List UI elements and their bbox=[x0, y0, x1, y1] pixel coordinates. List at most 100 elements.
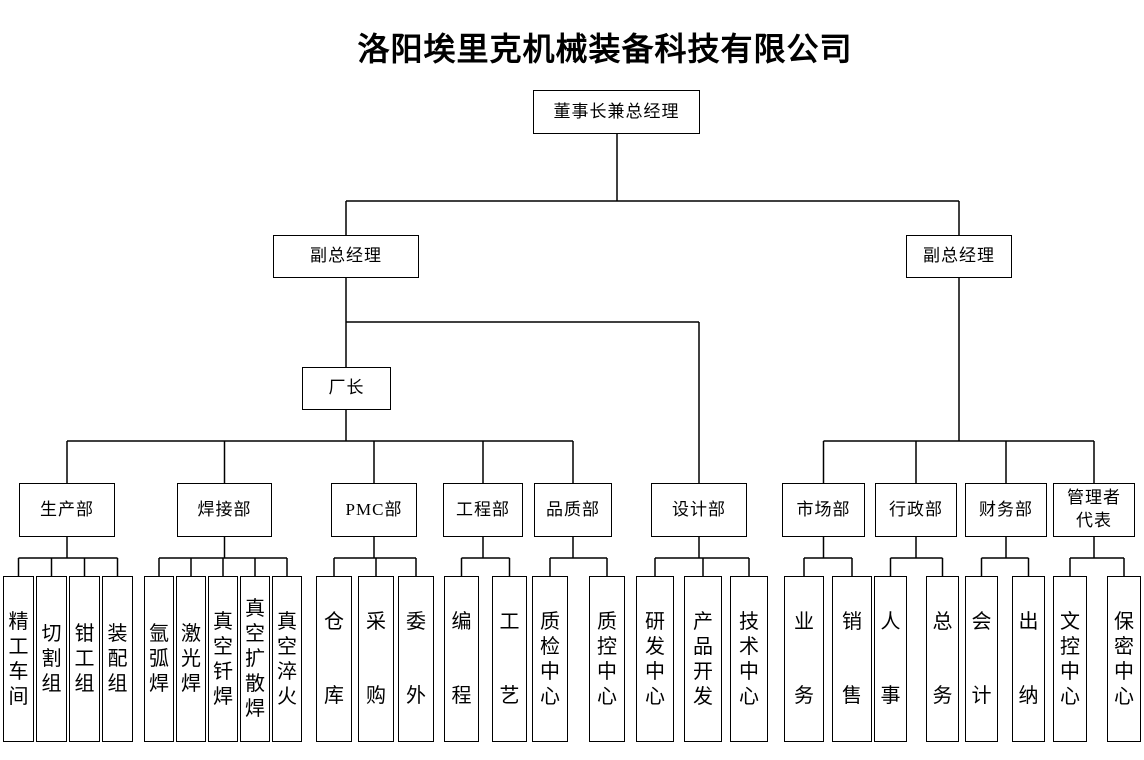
org-node-label: 财务部 bbox=[979, 499, 1033, 519]
org-node-label: 副总经理 bbox=[310, 246, 382, 266]
org-node-product-development: 产品开发 bbox=[684, 576, 722, 742]
vertical-label-char: 业 bbox=[794, 611, 814, 633]
vertical-label-char: 焊 bbox=[149, 673, 169, 695]
vertical-label-char: 心 bbox=[1114, 685, 1134, 708]
org-node-laser-welding: 激光焊 bbox=[176, 576, 206, 742]
org-node-outsourcing: 委外 bbox=[398, 576, 434, 742]
vertical-label-char: 切 bbox=[41, 623, 62, 645]
org-node-finance-dept: 财务部 bbox=[965, 483, 1047, 537]
vertical-label-char: 中 bbox=[1060, 660, 1080, 683]
vertical-label-char: 真 bbox=[213, 610, 233, 633]
org-node-label: 生产部 bbox=[40, 499, 94, 519]
org-node-warehouse: 仓库 bbox=[316, 576, 352, 742]
org-node-cashier: 出纳 bbox=[1012, 576, 1045, 742]
vertical-label-char: 配 bbox=[107, 648, 128, 670]
org-node-document-control-center: 文控中心 bbox=[1053, 576, 1087, 742]
org-node-assembly-group: 装配组 bbox=[102, 576, 133, 742]
org-node-label: 设计部 bbox=[672, 499, 726, 519]
vertical-label-char: 工 bbox=[8, 635, 29, 658]
vertical-label-char: 质 bbox=[597, 610, 617, 633]
org-node-label: 品质部 bbox=[546, 499, 600, 519]
vertical-label-char: 真 bbox=[245, 598, 265, 620]
vertical-label-char: 空 bbox=[213, 635, 233, 658]
vertical-label-char: 务 bbox=[794, 685, 814, 707]
vertical-label-char: 弧 bbox=[149, 648, 169, 670]
vertical-label-char: 研 bbox=[645, 610, 665, 633]
vertical-label-char: 散 bbox=[245, 673, 265, 695]
org-node-argon-arc-welding: 氩弧焊 bbox=[144, 576, 174, 742]
vertical-label-char: 外 bbox=[406, 685, 426, 707]
vertical-label-char: 淬 bbox=[277, 660, 297, 683]
org-node-label: PMC部 bbox=[345, 499, 403, 519]
vertical-label-char: 心 bbox=[645, 685, 665, 708]
vertical-label-char: 精 bbox=[8, 610, 29, 633]
org-node-quality-inspection-center: 质检中心 bbox=[532, 576, 568, 742]
org-node-vacuum-brazing: 真空钎焊 bbox=[208, 576, 238, 742]
vertical-label-char: 销 bbox=[842, 611, 862, 633]
vertical-label-char: 会 bbox=[971, 611, 992, 633]
vertical-label-char: 密 bbox=[1114, 635, 1134, 658]
vertical-label-char: 控 bbox=[597, 635, 617, 658]
vertical-label-char: 组 bbox=[74, 673, 95, 695]
org-node-rd-center: 研发中心 bbox=[636, 576, 674, 742]
vertical-label-char: 检 bbox=[540, 635, 560, 658]
vertical-label-char: 出 bbox=[1018, 611, 1039, 633]
org-node-technology-center: 技术中心 bbox=[730, 576, 768, 742]
vertical-label-char: 空 bbox=[277, 635, 297, 658]
vertical-label-char: 工 bbox=[74, 648, 95, 670]
vertical-label-char: 焊 bbox=[245, 698, 265, 720]
vertical-label-char: 组 bbox=[107, 673, 128, 695]
vertical-label-char: 库 bbox=[324, 685, 344, 707]
vertical-label-char: 品 bbox=[693, 635, 713, 658]
vertical-label-char: 事 bbox=[880, 685, 901, 707]
org-node-engineering-dept: 工程部 bbox=[443, 483, 523, 537]
vertical-label-char: 火 bbox=[277, 685, 297, 708]
vertical-label-char: 开 bbox=[693, 660, 713, 683]
org-node-general-affairs: 总务 bbox=[926, 576, 959, 742]
org-node-pmc-dept: PMC部 bbox=[331, 483, 417, 537]
vertical-label-char: 心 bbox=[540, 685, 560, 708]
org-node-vacuum-quenching: 真空淬火 bbox=[272, 576, 302, 742]
vertical-label-char: 空 bbox=[245, 623, 265, 645]
vertical-label-char: 真 bbox=[277, 610, 297, 633]
org-node-deputy-left: 副总经理 bbox=[273, 235, 419, 278]
vertical-label-char: 务 bbox=[932, 685, 953, 707]
vertical-label-char: 技 bbox=[739, 610, 759, 633]
vertical-label-char: 购 bbox=[366, 685, 386, 707]
vertical-label-char: 焊 bbox=[181, 673, 201, 695]
org-node-welding-dept: 焊接部 bbox=[177, 483, 272, 537]
vertical-label-char: 产 bbox=[693, 610, 713, 633]
org-node-quality-dept: 品质部 bbox=[534, 483, 612, 537]
vertical-label-char: 仓 bbox=[324, 611, 344, 633]
org-node-chairman: 董事长兼总经理 bbox=[533, 90, 700, 134]
vertical-label-char: 中 bbox=[540, 660, 560, 683]
vertical-label-char: 质 bbox=[540, 610, 560, 633]
org-node-accounting: 会计 bbox=[965, 576, 998, 742]
org-node-cutting-group: 切割组 bbox=[36, 576, 67, 742]
vertical-label-char: 中 bbox=[645, 660, 665, 683]
vertical-label-char: 钳 bbox=[74, 623, 95, 645]
org-node-label: 副总经理 bbox=[923, 246, 995, 266]
org-node-label: 市场部 bbox=[796, 499, 851, 519]
vertical-label-char: 保 bbox=[1114, 610, 1134, 633]
org-node-factory-director: 厂长 bbox=[302, 367, 391, 410]
vertical-label-char: 装 bbox=[107, 623, 128, 645]
org-node-programming: 编程 bbox=[444, 576, 479, 742]
vertical-label-char: 控 bbox=[1060, 635, 1080, 658]
vertical-label-char: 车 bbox=[8, 660, 29, 683]
org-node-deputy-right: 副总经理 bbox=[906, 235, 1012, 278]
org-node-jinggong-workshop: 精工车间 bbox=[3, 576, 34, 742]
vertical-label-char: 编 bbox=[451, 611, 472, 633]
org-node-confidentiality-center: 保密中心 bbox=[1107, 576, 1141, 742]
vertical-label-char: 发 bbox=[645, 635, 665, 658]
vertical-label-char: 割 bbox=[41, 648, 62, 670]
vertical-label-char: 工 bbox=[499, 611, 520, 633]
org-node-label: 董事长兼总经理 bbox=[553, 101, 680, 121]
org-node-label: 行政部 bbox=[889, 499, 943, 519]
org-node-marketing-dept: 市场部 bbox=[782, 483, 865, 537]
vertical-label-char: 中 bbox=[1114, 660, 1134, 683]
org-node-purchasing: 采购 bbox=[358, 576, 394, 742]
org-node-quality-control-center: 质控中心 bbox=[589, 576, 625, 742]
